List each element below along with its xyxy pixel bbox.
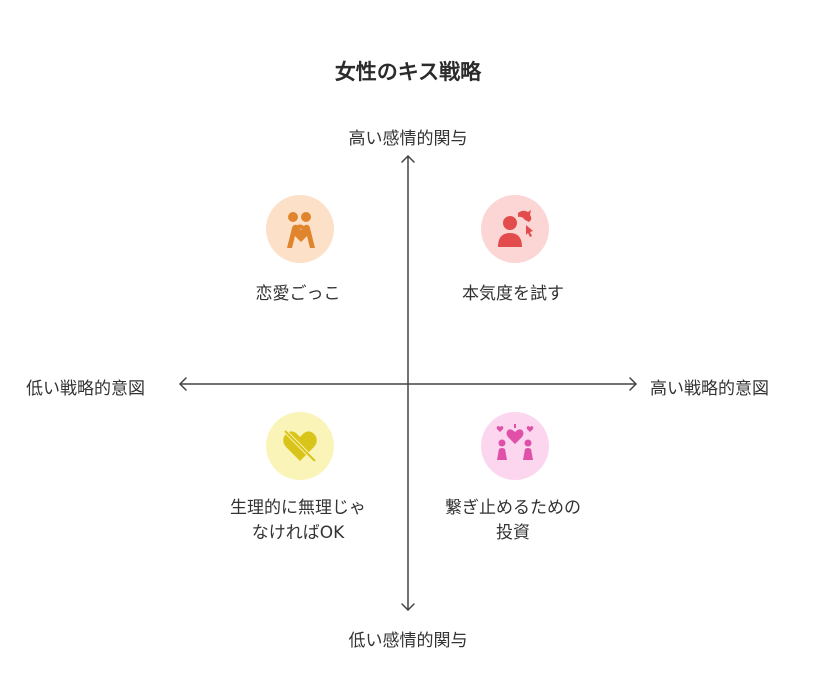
broken-heart-icon [283, 429, 317, 463]
quadrant-top-right-label: 本気度を試す [462, 284, 564, 304]
quadrant-top-left-label: 恋愛ごっこ [255, 284, 341, 304]
arrow-left [179, 377, 187, 391]
quadrant-bottom-left-icon-circle [266, 412, 334, 480]
x-axis-left-label: 低い戦略的意図 [26, 379, 145, 399]
couple-icon [287, 212, 315, 248]
quadrant-top-right-icon-circle [481, 195, 549, 263]
quadrant-bottom-left-label-line2: なければOK [251, 523, 345, 543]
arrow-up [401, 155, 415, 163]
arrow-right [629, 377, 637, 391]
quadrant-bottom-right-label: 繋ぎ止めるための 投資 [403, 496, 623, 546]
quadrant-top-left-icon-circle [266, 195, 334, 263]
couple-hearts-icon [496, 424, 534, 460]
quadrant-bottom-left-label: 生理的に無理じゃ なければOK [188, 496, 408, 546]
y-axis-bottom-label: 低い感情的関与 [348, 631, 468, 651]
page-title: 女性のキス戦略 [334, 60, 482, 84]
x-axis-right-label: 高い戦略的意図 [650, 379, 769, 399]
arrow-down [401, 603, 415, 611]
quadrant-bottom-left-label-line1: 生理的に無理じゃ [230, 498, 366, 518]
test-person-icon [498, 210, 533, 247]
quadrant-bottom-right-icon-circle [481, 412, 549, 480]
quadrant-bottom-right-label-line2: 投資 [496, 523, 530, 543]
quadrant-bottom-right-label-line1: 繋ぎ止めるための [445, 498, 581, 518]
y-axis-top-label: 高い感情的関与 [348, 129, 468, 149]
